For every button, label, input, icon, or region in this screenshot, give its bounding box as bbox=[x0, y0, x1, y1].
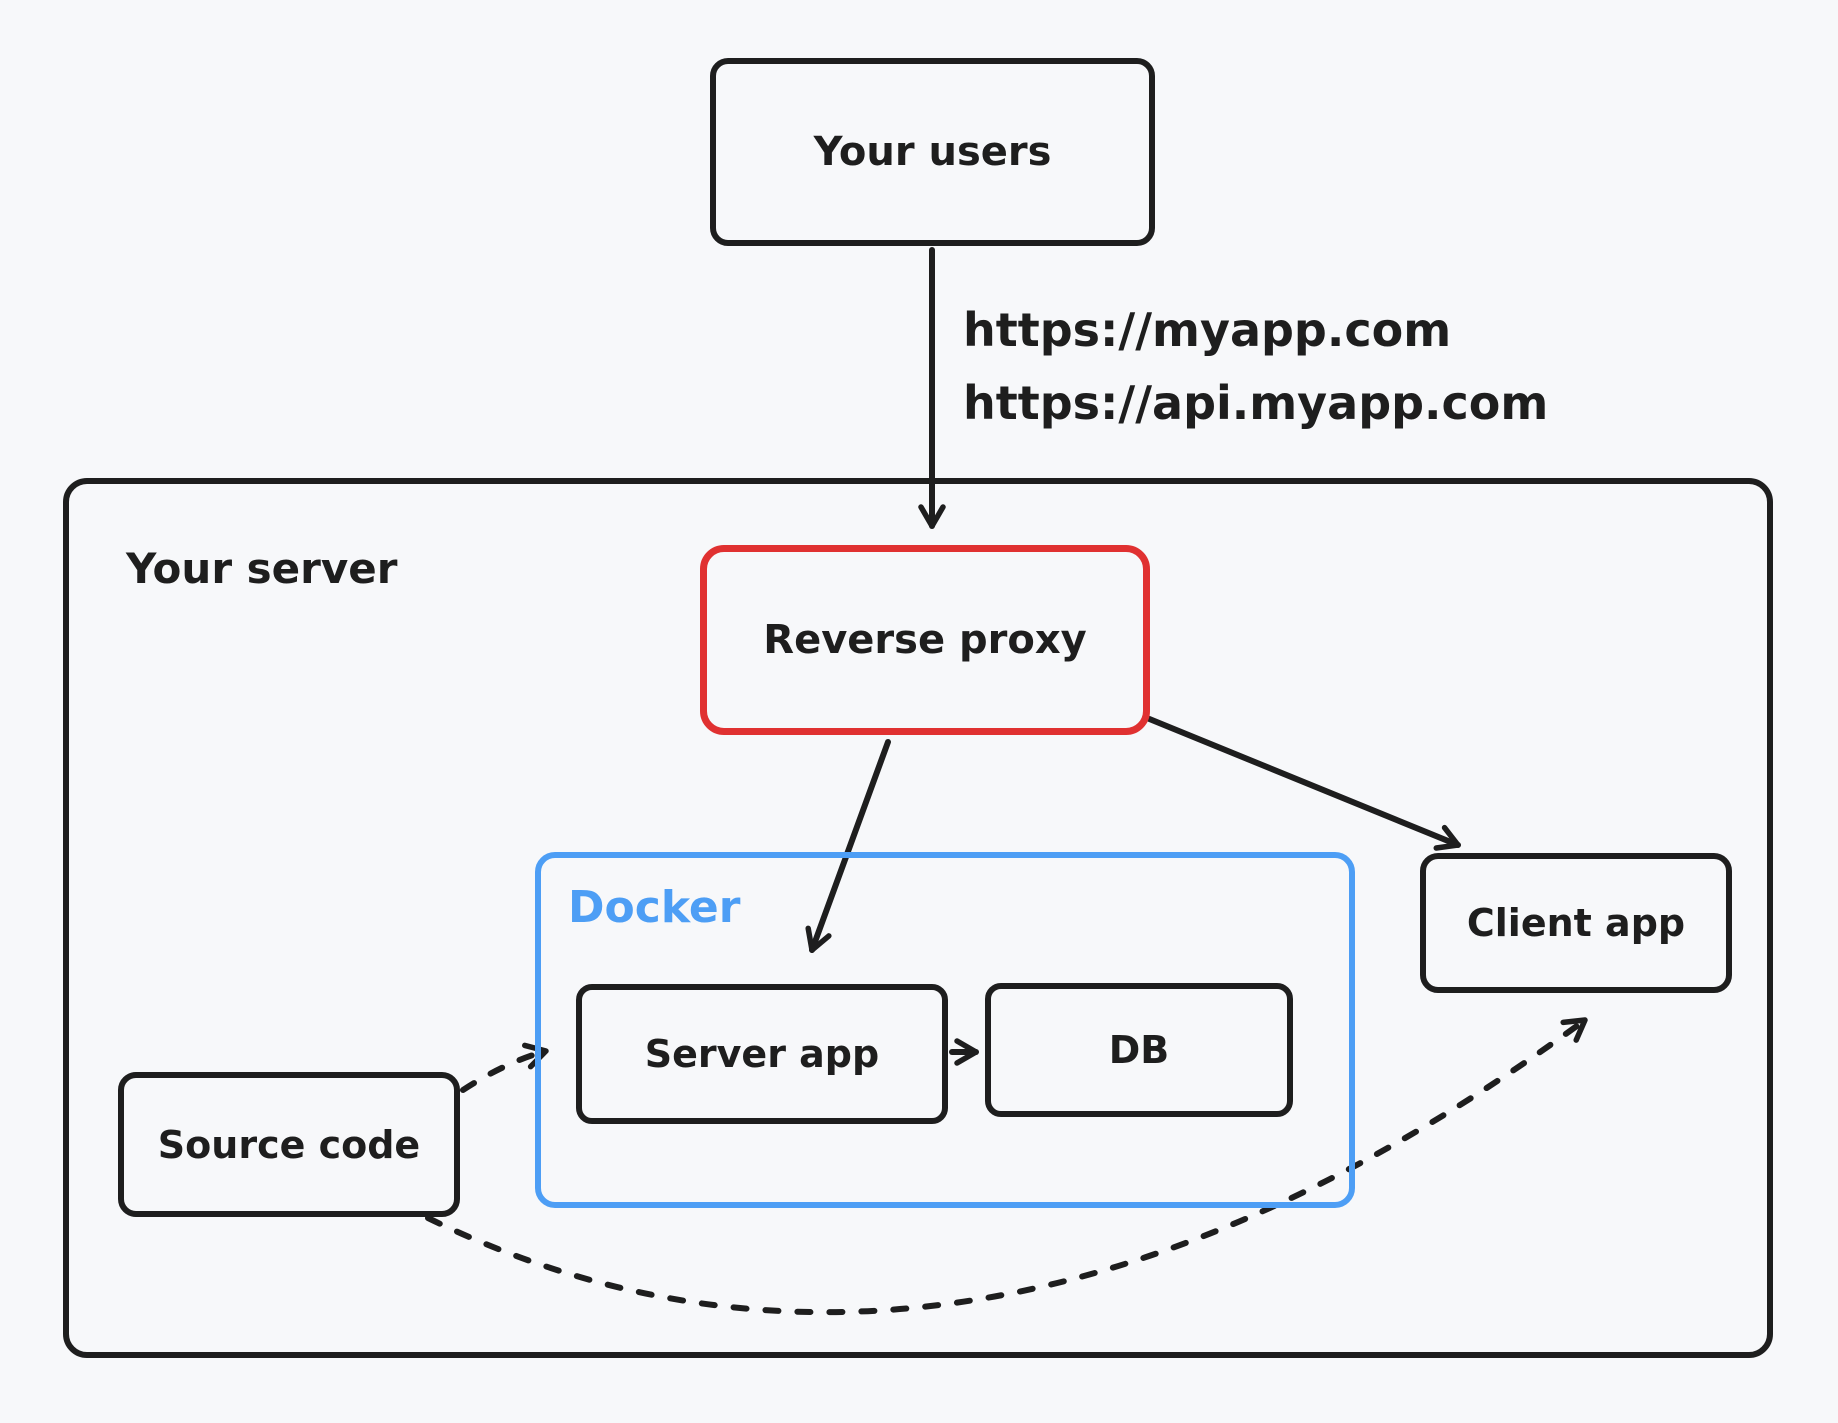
edge-users-to-proxy-labels: https://myapp.com https://api.myapp.com bbox=[963, 294, 1548, 440]
node-client-app-label: Client app bbox=[1466, 901, 1686, 945]
node-your-server-label: Your server bbox=[126, 544, 398, 593]
url-label-api-myapp: https://api.myapp.com bbox=[963, 376, 1549, 430]
node-your-server: Your server bbox=[63, 478, 1773, 1358]
node-source-code-label: Source code bbox=[157, 1122, 421, 1167]
node-docker-label: Docker bbox=[568, 882, 741, 933]
node-reverse-proxy-label: Reverse proxy bbox=[763, 617, 1087, 663]
node-db: DB bbox=[985, 983, 1293, 1117]
node-your-users-label: Your users bbox=[813, 129, 1052, 175]
node-your-users: Your users bbox=[710, 58, 1155, 246]
node-source-code: Source code bbox=[118, 1072, 460, 1217]
node-reverse-proxy: Reverse proxy bbox=[700, 545, 1150, 735]
node-client-app: Client app bbox=[1420, 853, 1732, 993]
url-label-myapp: https://myapp.com bbox=[963, 303, 1452, 357]
node-server-app: Server app bbox=[576, 984, 948, 1124]
node-server-app-label: Server app bbox=[644, 1032, 880, 1076]
node-db-label: DB bbox=[1108, 1028, 1170, 1072]
node-docker: Docker bbox=[535, 852, 1355, 1208]
